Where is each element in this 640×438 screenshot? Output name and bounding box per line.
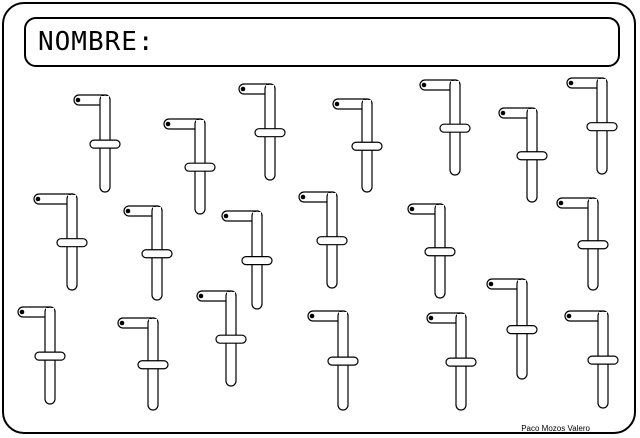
start-dot <box>309 313 315 319</box>
start-dot <box>19 309 25 315</box>
traceable-seven-glyph <box>298 191 348 289</box>
start-dot <box>125 208 131 214</box>
glyph-crossbar-join <box>328 237 336 244</box>
glyph-corner <box>436 205 444 213</box>
glyph-corner <box>598 79 606 87</box>
glyph-crossbar-join <box>598 123 606 130</box>
start-dot <box>568 80 574 86</box>
glyph-crossbar-join <box>528 152 536 159</box>
start-dot <box>300 194 306 200</box>
glyph-crossbar-join <box>436 248 444 255</box>
author-credit: Paco Mozos Valero <box>521 424 590 433</box>
name-label: NOMBRE: <box>38 27 155 57</box>
glyph-corner <box>518 280 526 288</box>
start-dot <box>421 82 427 88</box>
traceable-seven-glyph <box>566 77 618 175</box>
glyph-crossbar-join <box>149 361 157 368</box>
glyph-crossbar-join <box>599 357 607 364</box>
traceable-seven-glyph <box>426 312 477 411</box>
start-dot <box>409 206 415 212</box>
traceable-seven-glyph <box>163 118 216 215</box>
traceable-seven-glyph <box>419 79 471 176</box>
glyph-corner <box>153 207 161 215</box>
glyph-corner <box>528 109 536 117</box>
traceable-seven-glyph <box>564 310 619 409</box>
glyph-crossbar-join <box>68 239 76 246</box>
glyph-corner <box>457 314 465 322</box>
traceable-seven-glyph <box>123 205 173 301</box>
start-dot <box>75 97 81 103</box>
start-dot <box>488 281 494 287</box>
traceable-seven-glyph <box>17 306 66 405</box>
glyph-corner <box>339 312 347 320</box>
glyph-crossbar-join <box>253 257 261 264</box>
traceable-seven-glyph <box>486 278 538 380</box>
worksheet-border <box>2 2 636 434</box>
glyph-crossbar-join <box>518 326 526 333</box>
glyph-crossbar-join <box>153 250 161 257</box>
glyph-crossbar-join <box>46 353 54 360</box>
glyph-corner <box>328 193 336 201</box>
glyph-crossbar-join <box>589 241 597 248</box>
glyph-corner <box>589 199 597 207</box>
start-dot <box>240 86 246 92</box>
glyph-corner <box>149 319 157 327</box>
glyph-corner <box>68 195 76 203</box>
start-dot <box>558 200 564 206</box>
start-dot <box>500 110 506 116</box>
glyph-corner <box>227 292 235 300</box>
start-dot <box>223 213 229 219</box>
glyph-corner <box>196 120 204 128</box>
traceable-seven-glyph <box>307 310 359 411</box>
start-dot <box>165 121 171 127</box>
traceable-seven-glyph <box>33 193 88 291</box>
glyph-crossbar-join <box>457 359 465 366</box>
start-dot <box>119 320 125 326</box>
start-dot <box>198 293 204 299</box>
glyph-corner <box>266 85 274 93</box>
traceable-seven-glyph <box>407 203 456 299</box>
glyph-corner <box>101 96 109 104</box>
start-dot <box>334 101 340 107</box>
glyph-crossbar-join <box>363 143 371 150</box>
glyph-corner <box>451 81 459 89</box>
glyph-corner <box>253 212 261 220</box>
traceable-seven-glyph <box>498 107 548 203</box>
name-field[interactable]: NOMBRE: <box>24 17 620 67</box>
glyph-corner <box>46 308 54 316</box>
glyph-crossbar-join <box>339 358 347 365</box>
traceable-seven-glyph <box>221 210 273 310</box>
traceable-seven-glyph <box>73 94 121 193</box>
glyph-crossbar-join <box>196 164 204 171</box>
traceable-seven-glyph <box>238 83 286 181</box>
glyph-corner <box>363 100 371 108</box>
glyph-crossbar-join <box>227 336 235 343</box>
start-dot <box>35 196 41 202</box>
start-dot <box>566 313 572 319</box>
traceable-seven-glyph <box>196 290 247 387</box>
glyph-crossbar-join <box>101 141 109 148</box>
start-dot <box>428 315 434 321</box>
glyph-crossbar-join <box>266 129 274 136</box>
traceable-seven-glyph <box>556 197 609 291</box>
traceable-seven-glyph <box>117 317 169 411</box>
glyph-crossbar-join <box>451 125 459 132</box>
glyph-corner <box>599 312 607 320</box>
traceable-seven-glyph <box>332 98 383 193</box>
